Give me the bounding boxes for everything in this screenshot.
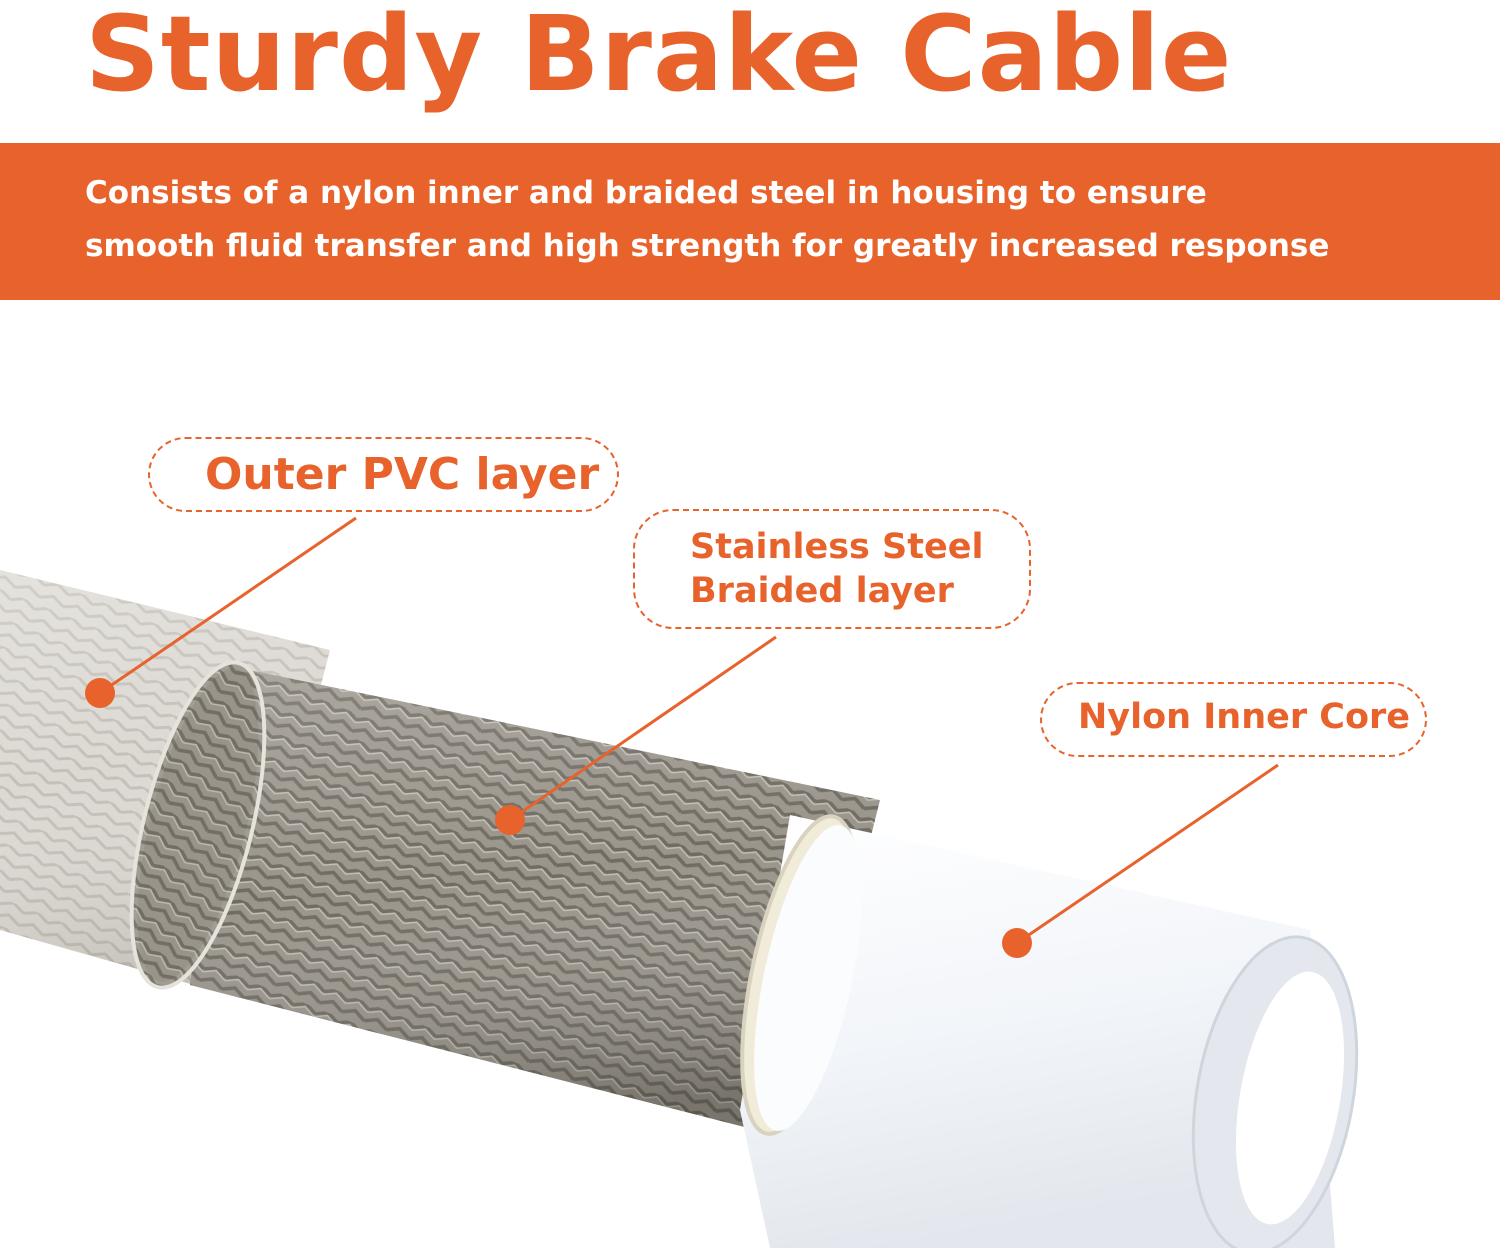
description-text: Consists of a nylon inner and braided st… [85, 167, 1465, 273]
steel-braid-layer [129, 660, 880, 1140]
description-line-1: Consists of a nylon inner and braided st… [85, 175, 1207, 211]
callout-outer-pvc: Outer PVC layer [148, 437, 619, 512]
callout-steel-label-line-2: Braided layer [690, 571, 954, 611]
leader-outer [85, 516, 357, 708]
cable-illustration [0, 516, 1359, 1248]
callout-stainless-steel: Stainless Steel Braided layer [633, 509, 1031, 629]
nylon-inner-core [740, 814, 1359, 1248]
description-banner: Consists of a nylon inner and braided st… [0, 143, 1500, 300]
description-line-2: smooth fluid transfer and high strength … [85, 228, 1330, 264]
callout-nylon-core: Nylon Inner Core [1040, 682, 1427, 757]
callout-outer-label: Outer PVC layer [205, 449, 600, 500]
marker-dot-nylon [1002, 928, 1032, 958]
leader-nylon [1002, 763, 1279, 958]
leader-steel [495, 635, 777, 835]
page-title: Sturdy Brake Cable [85, 0, 1233, 115]
callout-steel-label-line-1: Stainless Steel [690, 527, 984, 567]
marker-dot-outer [85, 678, 115, 708]
callout-nylon-label: Nylon Inner Core [1078, 697, 1411, 737]
marker-dot-steel [495, 805, 525, 835]
